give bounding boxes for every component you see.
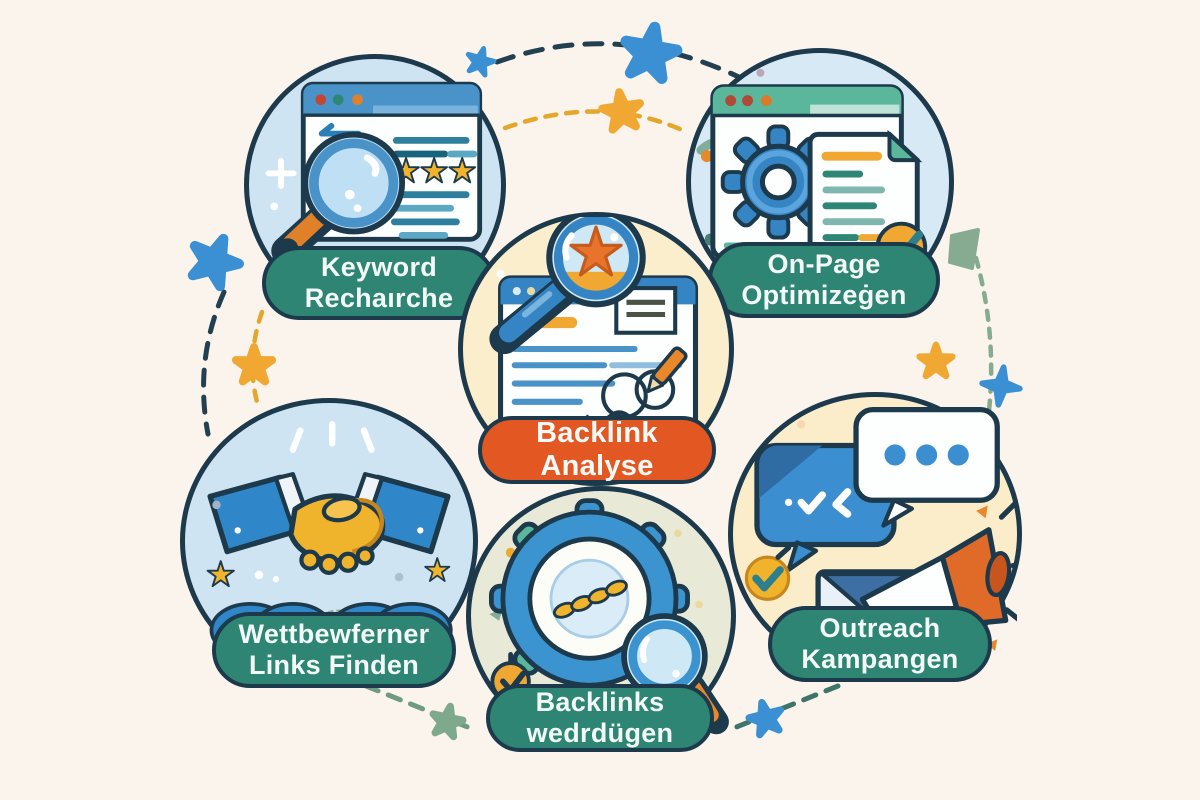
star-blue-icon — [465, 46, 497, 78]
star-blue-icon — [745, 698, 784, 739]
green-shape-icon — [948, 228, 980, 270]
pencil-icon — [646, 346, 688, 394]
magnifier-icon — [271, 131, 406, 266]
label-line2: wedrdügen — [526, 718, 674, 748]
competitor-links-label: Wettbewferner Links Finden — [212, 612, 456, 688]
handshake-icon — [207, 472, 451, 575]
check-marks-icon — [784, 488, 852, 518]
backlink-analysis-label: Backlink Analyse — [478, 416, 716, 484]
label-line2: Rechaırche — [304, 283, 454, 313]
star-blue-icon — [187, 233, 244, 292]
star-orange-icon — [598, 88, 644, 134]
label-line1: Keyword — [320, 252, 438, 283]
sound-rays-icon — [998, 498, 1017, 622]
onpage-optimization-label: On-Page Optimizeġen — [708, 242, 940, 318]
label-line1: Outreach — [819, 613, 941, 644]
arc-right-green — [973, 255, 994, 437]
line-bottom-right — [731, 683, 841, 731]
gear-ring-icon — [488, 498, 690, 700]
backlink-analysis-circle — [458, 212, 734, 486]
text-lines — [390, 137, 478, 239]
label-line2: Links Finden — [248, 650, 420, 680]
arc-left-dark — [201, 289, 227, 437]
label-line2: Analyse — [540, 450, 654, 482]
label-line1: Backlinks — [535, 687, 665, 718]
label-line2: Kampangen — [801, 644, 959, 674]
star-orange-icon — [231, 343, 277, 386]
star-green-icon — [429, 702, 467, 741]
label-line1: Backlink — [536, 416, 658, 449]
star-icon — [569, 225, 623, 277]
chat-bubble-white-icon — [853, 407, 1000, 528]
star-icon — [424, 557, 451, 582]
line-bottom-left — [363, 683, 473, 731]
check-badge-icon — [744, 545, 792, 601]
chain-rope-icon — [552, 579, 628, 619]
arc-top-yellow — [502, 109, 685, 133]
star-orange-icon — [916, 341, 956, 380]
magnifier-icon — [489, 217, 646, 355]
keyword-research-label: Keyword Rechaırche — [262, 246, 496, 320]
label-line2: Optimizeġen — [741, 280, 907, 310]
star-icon — [206, 560, 235, 588]
arc-top-dark — [494, 41, 748, 83]
star-four-point-icon — [979, 364, 1023, 408]
label-line1: On-Page — [767, 249, 881, 280]
decor-stars — [187, 21, 1023, 741]
backlink-analysis-illustration — [489, 217, 699, 461]
text-lines — [511, 345, 683, 405]
outreach-campaigns-label: Outreach Kampangen — [768, 606, 992, 682]
gear-icon — [720, 124, 836, 240]
label-line1: Wettbewferner — [238, 619, 430, 650]
text-lines — [821, 151, 885, 242]
verify-backlinks-label: Backlinks wedrdügen — [486, 684, 714, 752]
rays-icon — [289, 421, 375, 453]
star-blue-icon — [620, 21, 683, 84]
keyword-research-illustration — [265, 81, 483, 266]
